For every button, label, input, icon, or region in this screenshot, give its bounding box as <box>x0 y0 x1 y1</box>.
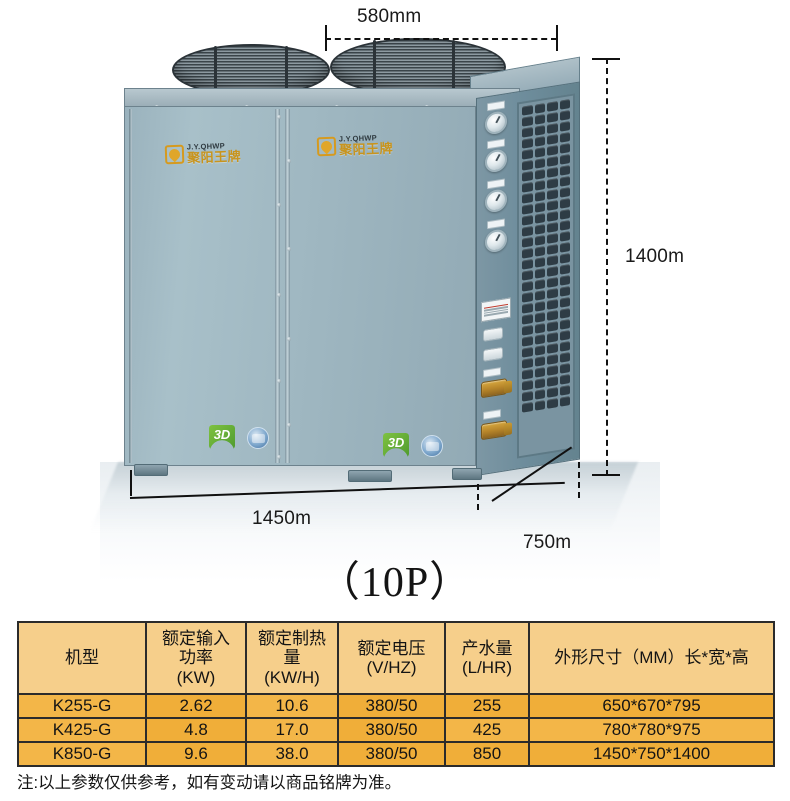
cell-size: 650*670*795 <box>528 693 775 719</box>
port-label-2 <box>483 409 501 420</box>
dimension-height-tick-top <box>592 58 620 60</box>
brand-name-cn: 聚阳王牌 <box>338 140 394 158</box>
badge-3d-right: 3D <box>383 433 409 457</box>
cell-water: 850 <box>444 741 530 767</box>
cell-model: K425-G <box>17 717 147 743</box>
col-header-model: 机型 <box>17 621 147 695</box>
dimension-height-tick-bottom <box>592 474 620 476</box>
dimension-depth-label: 750m <box>523 532 572 553</box>
cell-water: 255 <box>444 693 530 719</box>
spec-table: 机型 额定输入 功率 (KW) 额定制热 量 (KW/H) 额定电压 (V/ <box>17 621 775 767</box>
cell-size: 1450*750*1400 <box>528 741 775 767</box>
base-foot-left <box>134 464 168 476</box>
door-edge-left <box>129 109 132 463</box>
water-inlet-fitting <box>481 378 507 399</box>
dimension-width-tick-right <box>556 25 558 51</box>
cell-power: 4.8 <box>145 717 247 743</box>
cell-power: 9.6 <box>145 741 247 767</box>
cell-model: K255-G <box>17 693 147 719</box>
brand-logo-right: J.Y.QHWP 聚阳王牌 <box>316 133 394 158</box>
dimension-height-line <box>606 58 608 476</box>
door-seam-a <box>275 109 280 463</box>
pressure-gauge-1 <box>485 110 507 136</box>
cell-heating: 10.6 <box>245 693 339 719</box>
fan-guard-left <box>172 44 330 96</box>
product-caption: （10P） <box>317 560 473 606</box>
door-seam-b <box>285 109 290 463</box>
brand-logo-left: J.Y.QHWP 聚阳王牌 <box>164 141 242 166</box>
cell-heating: 38.0 <box>245 741 339 767</box>
valve-1 <box>483 326 503 342</box>
dimension-width-label: 580mm <box>357 6 422 27</box>
brand-mark-icon <box>316 136 337 157</box>
dimension-length-tick-left <box>130 470 132 496</box>
nameplate-sticker <box>481 297 511 323</box>
gauge-label-3 <box>487 178 505 190</box>
pressure-gauge-3 <box>485 188 507 214</box>
spec-table-wrap: 机型 额定输入 功率 (KW) 额定制热 量 (KW/H) 额定电压 (V/ <box>17 621 775 767</box>
valve-2 <box>483 346 503 362</box>
pressure-gauge-2 <box>485 148 507 174</box>
cell-water: 425 <box>444 717 530 743</box>
badge-round-right <box>421 435 443 457</box>
cell-voltage: 380/50 <box>337 693 446 719</box>
brand-name-cn: 聚阳王牌 <box>186 148 242 166</box>
col-header-water-output: 产水量 (L/HR) <box>444 621 530 695</box>
pressure-gauge-4 <box>485 228 507 254</box>
dimension-depth-tick <box>578 462 580 498</box>
cell-voltage: 380/50 <box>337 717 446 743</box>
cell-size: 780*780*975 <box>528 717 775 743</box>
gauge-label-4 <box>487 218 505 230</box>
gauge-label-1 <box>487 100 505 112</box>
badge-round-left <box>247 427 269 449</box>
table-row: K425-G 4.8 17.0 380/50 425 780*780*975 <box>17 717 775 743</box>
product-photo: J.Y.QHWP 聚阳王牌 J.Y.QHWP 聚阳王牌 3D 3D 5 <box>0 0 790 614</box>
dimension-width-tick-left <box>325 25 327 51</box>
dimension-length-tick-right <box>477 484 479 510</box>
table-row: K850-G 9.6 38.0 380/50 850 1450*750*1400 <box>17 741 775 767</box>
side-panel <box>476 81 580 476</box>
air-grille <box>517 93 575 459</box>
col-header-rated-power: 额定输入 功率 (KW) <box>145 621 247 695</box>
cell-heating: 17.0 <box>245 717 339 743</box>
gauge-label-2 <box>487 138 505 150</box>
dimension-length-label: 1450m <box>252 508 312 529</box>
badge-3d-left: 3D <box>209 425 235 449</box>
cell-voltage: 380/50 <box>337 741 446 767</box>
cabinet-front: J.Y.QHWP 聚阳王牌 J.Y.QHWP 聚阳王牌 3D 3D <box>124 106 476 466</box>
dimension-height-label: 1400m <box>625 246 685 267</box>
col-header-rated-voltage: 额定电压 (V/HZ) <box>337 621 446 695</box>
col-header-dimensions: 外形尺寸（MM）长*宽*高 <box>528 621 775 695</box>
table-row: K255-G 2.62 10.6 380/50 255 650*670*795 <box>17 693 775 719</box>
table-note: 注:以上参数仅供参考，如有变动请以商品铭牌为准。 <box>17 774 402 792</box>
dimension-width-line <box>325 38 557 40</box>
port-label-1 <box>483 367 501 378</box>
cell-power: 2.62 <box>145 693 247 719</box>
brand-mark-icon <box>164 144 185 165</box>
table-header-row: 机型 额定输入 功率 (KW) 额定制热 量 (KW/H) 额定电压 (V/ <box>17 621 775 695</box>
cell-model: K850-G <box>17 741 147 767</box>
col-header-rated-heating: 额定制热 量 (KW/H) <box>245 621 339 695</box>
base-foot-center <box>348 470 392 482</box>
water-outlet-fitting <box>481 420 507 441</box>
base-foot-right <box>452 468 482 480</box>
